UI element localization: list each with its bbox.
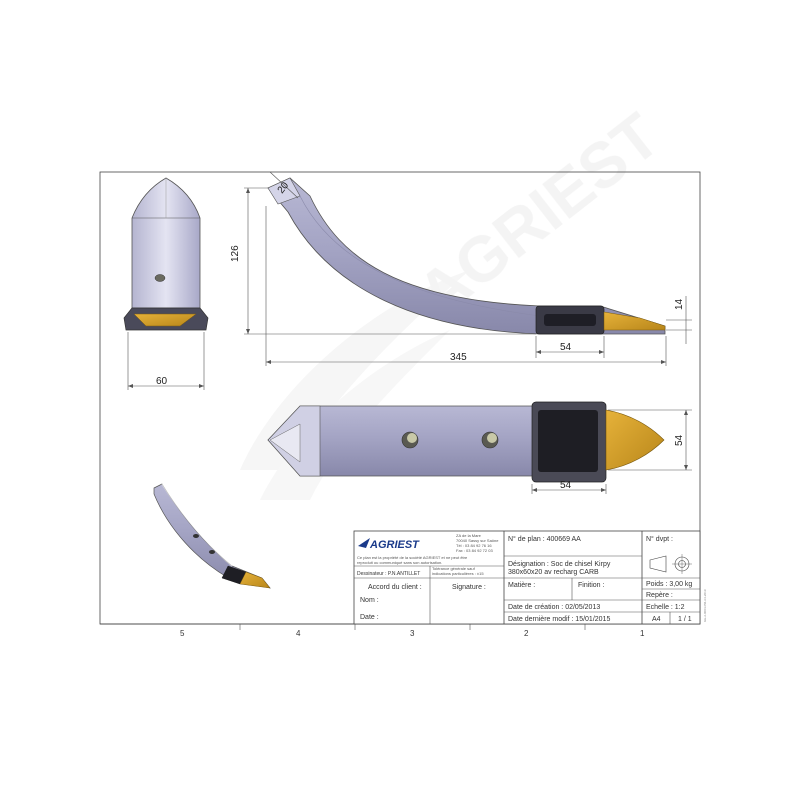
top-view: 54 54 — [267, 401, 692, 494]
top-block-dimension: 54 — [560, 480, 572, 491]
plan-number: N° de plan : 400669 AA — [508, 535, 581, 543]
side-block-dimension: 54 — [560, 342, 572, 353]
front-bolt-hole — [154, 274, 166, 282]
signature-label: Signature : — [452, 584, 486, 591]
zone-2: 2 — [524, 629, 529, 638]
address-line-2: 70040 Sassy sur Saône — [456, 538, 499, 543]
address-line-1: ZA de la Mare — [456, 533, 482, 538]
company-name: AGRIEST — [369, 539, 420, 551]
isometric-view — [153, 483, 271, 589]
scale: Echelle : 1:2 — [646, 604, 685, 611]
name-label: Nom : — [360, 597, 379, 604]
client-approval-label: Accord du client : — [368, 584, 422, 591]
date-label: Date : — [360, 614, 379, 621]
designation-line-2: 380x60x20 av recharg CARB — [508, 569, 599, 576]
front-carbide — [133, 313, 197, 327]
finish-label: Finition : — [578, 582, 605, 589]
tolerance-line-1: Tolérance générale sauf — [432, 566, 476, 571]
notice-line-1: Ce plan est la propriété de la société A… — [357, 555, 468, 560]
front-width-dimension: 60 — [156, 376, 168, 387]
side-tip-dimension: 14 — [674, 298, 685, 310]
side-length-dimension: 345 — [450, 352, 467, 363]
zone-3: 3 — [410, 629, 415, 638]
weight: Poids : 3,00 kg — [646, 581, 692, 588]
zone-4: 4 — [296, 629, 301, 638]
address-line-3: Tél : 03 84 92 76 16 — [456, 543, 492, 548]
zone-5: 5 — [180, 629, 185, 638]
notice-line-2: reproduit ou communiqué sans son autoris… — [357, 560, 442, 565]
address-line-4: Fax : 03 84 92 72 03 — [456, 548, 493, 553]
side-height-dimension: 126 — [230, 245, 241, 262]
creation-date: Date de création : 02/05/2013 — [508, 604, 600, 611]
agriest-logo-icon — [358, 538, 370, 548]
top-width-dimension: 54 — [674, 434, 685, 446]
reference-label: Repère : — [646, 592, 673, 599]
front-view: 60 — [123, 177, 209, 390]
dvpt-label: N° dvpt : — [646, 535, 673, 543]
last-modified-date: Date dernière modif : 15/01/2015 — [508, 616, 610, 623]
sheet-number: 1 / 1 — [678, 616, 692, 623]
vertical-reference-note: GE-2-0004-PM-A4-2019 — [703, 589, 707, 622]
tolerance-line-2: indications particulières : ±15 — [432, 571, 484, 576]
material-label: Matière : — [508, 582, 535, 589]
side-carbide-tip — [603, 311, 666, 331]
designer: Dessinateur : P.N.ANTILLET — [357, 571, 420, 577]
zone-markers: 5 4 3 2 1 — [180, 624, 645, 638]
projection-symbol-icon — [649, 554, 692, 574]
paper-format: A4 — [652, 616, 661, 623]
zone-1: 1 — [640, 629, 645, 638]
side-view: 126 20 345 54 14 — [230, 171, 692, 366]
title-block: AGRIEST ZA de la Mare 70040 Sassy sur Sa… — [353, 530, 707, 625]
top-carbide-tip — [605, 409, 665, 471]
designation-line-1: Désignation : Soc de chisel Kirpy — [508, 561, 611, 568]
